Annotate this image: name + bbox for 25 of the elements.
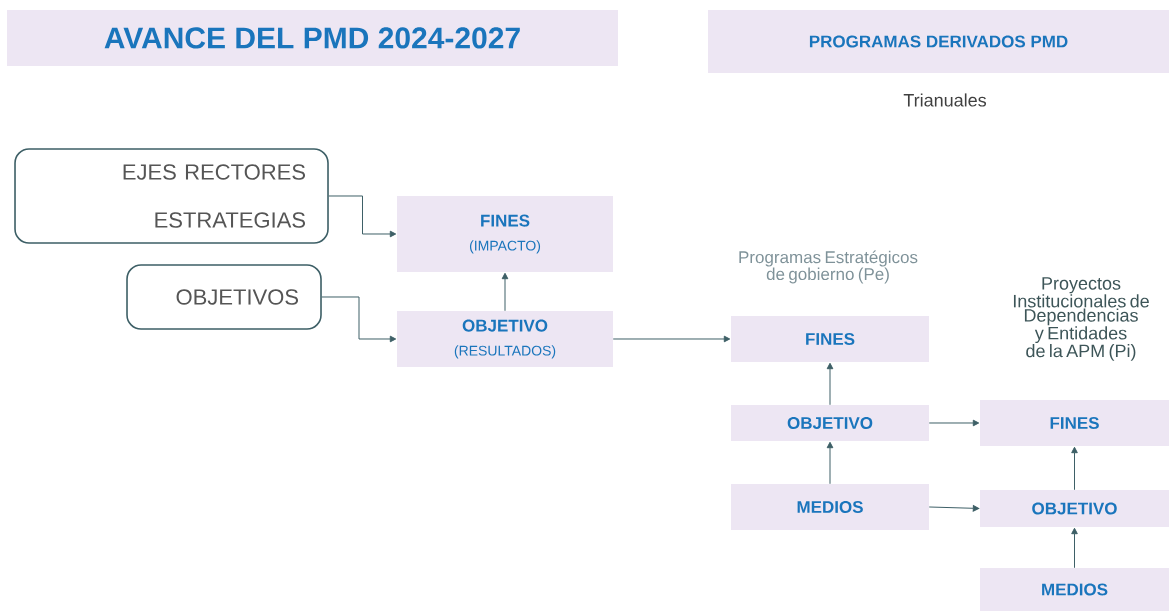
process-box: MEDIOS — [731, 484, 929, 530]
heading-text: Proyectos Institucionales de Dependencias y Entidades de la APM (Pi) — [1013, 277, 1149, 361]
arrow — [321, 296, 397, 343]
title-banner: AVANCE DEL PMD 2024-2027 — [7, 10, 618, 66]
rounded-box: EJES RECTORES ESTRATEGIAS — [14, 148, 329, 244]
process-box: FINES — [980, 400, 1169, 446]
arrow — [826, 362, 834, 406]
arrow — [1071, 446, 1078, 491]
process-box: OBJETIVO (RESULTADOS) — [397, 311, 613, 367]
heading-text: Trianuales — [903, 93, 987, 107]
process-box: OBJETIVO — [731, 405, 929, 441]
process-box: MEDIOS — [980, 568, 1169, 611]
process-box: FINES (IMPACTO) — [397, 196, 613, 272]
process-box: OBJETIVO — [980, 490, 1169, 527]
arrow — [501, 272, 509, 312]
arrow — [612, 335, 731, 343]
header-banner: PROGRAMAS DERIVADOS PMD — [708, 10, 1169, 73]
arrow — [928, 419, 980, 427]
process-box: FINES — [731, 316, 929, 362]
arrow — [826, 441, 834, 485]
arrow — [328, 195, 397, 238]
rounded-box: OBJETIVOS — [126, 264, 322, 330]
heading-text: Programas Estratégicos de gobierno (Pe) — [739, 250, 918, 284]
arrow — [928, 505, 980, 512]
arrow — [1071, 527, 1078, 569]
